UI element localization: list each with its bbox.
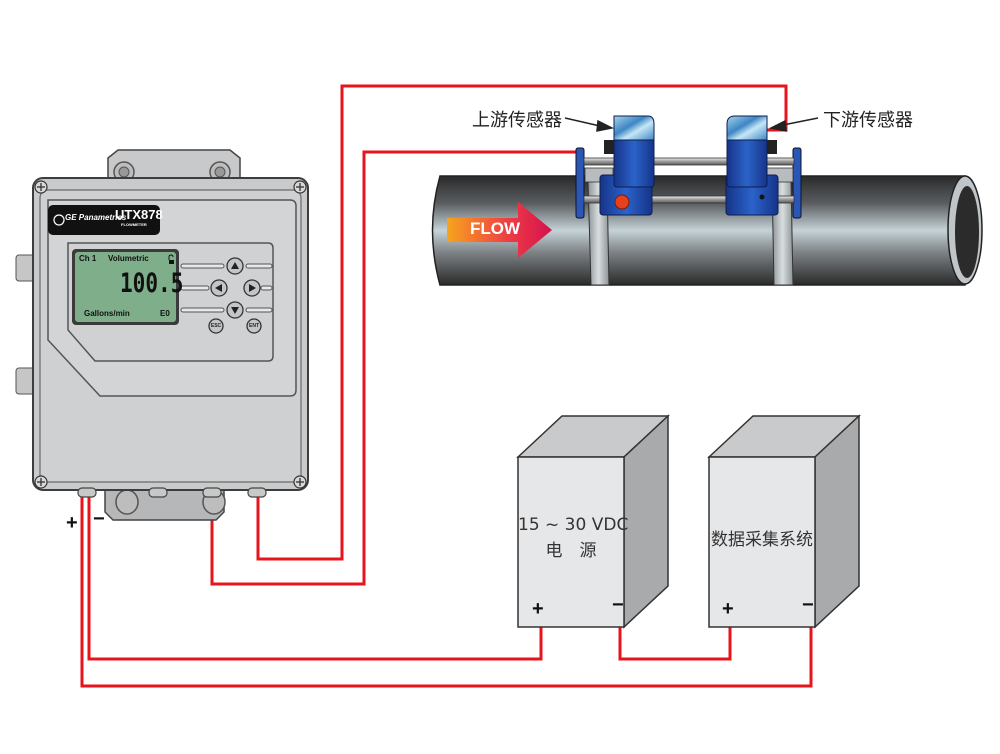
wire-psu-to-das	[618, 626, 732, 661]
lcd-flow-value: 100.5	[120, 268, 184, 299]
downstream-sensor	[725, 115, 779, 216]
key-ent-label: ENT	[249, 323, 259, 329]
downstream-sensor-label: 下游传感器	[823, 110, 913, 131]
red-indicator	[614, 194, 630, 210]
brand-plate	[48, 205, 160, 235]
arrow-left-icon	[768, 119, 787, 132]
power-supply-label: 15 ~ 30 VDC 电 源	[518, 512, 629, 564]
psu-terminal-plus: +	[532, 598, 544, 620]
model-name: UTX878	[115, 207, 163, 222]
arrow-down-icon	[231, 307, 239, 314]
wire-meter-plus	[80, 495, 813, 688]
power-supply-name: 电 源	[545, 541, 597, 561]
wire-upstream-sensor	[210, 150, 580, 586]
power-supply-box	[516, 414, 670, 629]
arrow-right-icon	[249, 284, 256, 292]
model-subtitle: FLOWMETER	[121, 222, 147, 227]
meter-terminal-minus: −	[93, 508, 105, 530]
flow-arrow-icon	[447, 202, 552, 258]
key-esc-label: ESC	[210, 323, 222, 329]
key-esc[interactable]	[208, 318, 224, 334]
label-arrows	[564, 117, 819, 132]
psu-terminal-minus: −	[612, 594, 624, 616]
das-terminal-minus: −	[802, 594, 814, 616]
upstream-sensor	[599, 115, 655, 216]
power-supply-voltage: 15 ~ 30 VDC	[518, 515, 629, 535]
flow-label: FLOW	[470, 219, 521, 238]
lcd-code: E0	[160, 309, 170, 318]
cable-glands	[77, 487, 267, 498]
data-acquisition-box	[707, 414, 861, 629]
arrow-right-icon	[596, 119, 615, 132]
pipe	[431, 175, 983, 286]
meter-terminal-plus: +	[66, 512, 78, 534]
arrow-left-icon	[215, 284, 222, 292]
lcd-unit: Gallons/min	[84, 309, 130, 318]
flowmeter-enclosure	[15, 149, 309, 521]
key-ent[interactable]	[246, 318, 262, 334]
arrow-up-icon	[231, 262, 239, 269]
brand-name: GE Panametrics	[65, 213, 127, 222]
lcd-screen	[75, 252, 176, 322]
unlock-icon	[168, 254, 174, 264]
lcd-channel: Ch 1	[79, 254, 97, 263]
upstream-sensor-label: 上游传感器	[472, 110, 562, 131]
ge-logo-icon	[53, 214, 65, 226]
wire-meter-minus	[87, 495, 543, 661]
lcd-mode: Volumetric	[108, 254, 149, 263]
data-acquisition-label: 数据采集系统	[711, 530, 813, 550]
das-terminal-plus: +	[722, 598, 734, 620]
